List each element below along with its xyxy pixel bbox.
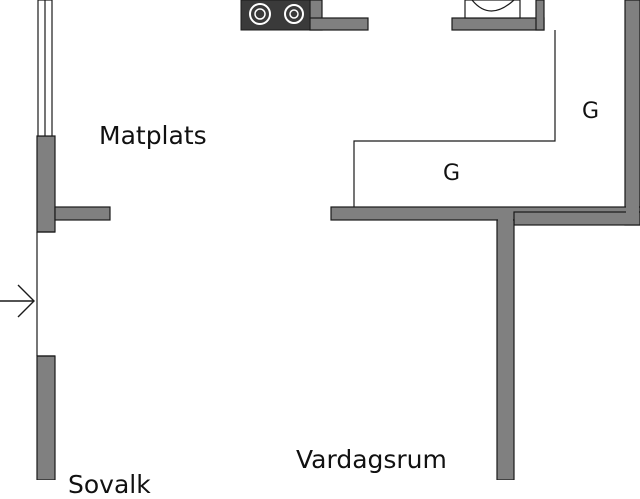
wardrobe-label: G [582,99,600,124]
arrow-right-icon [0,284,35,318]
wall-top-kitchen-stub [309,17,369,31]
wall-left-upper [36,135,56,233]
wardrobe-outline [353,30,556,207]
window-icon [37,0,53,137]
wall-left-stub [54,206,111,221]
wall-top-right [451,17,545,31]
wall-closet-bottom-right [513,211,640,226]
room-label-bedroom-partial: Sovalk [68,470,151,499]
stove-burners-icon [240,0,311,31]
floor-plan [0,0,640,480]
room-label-dining: Matplats [99,121,207,150]
room-label-living: Vardagsrum [296,445,447,474]
wall-top-right-post [535,0,545,31]
wall-right-outer [624,0,640,226]
wall-left-lower [36,355,56,480]
wall-living-divider [496,219,515,480]
wardrobe-label: G [443,161,461,186]
washbasin-icon [464,0,521,19]
